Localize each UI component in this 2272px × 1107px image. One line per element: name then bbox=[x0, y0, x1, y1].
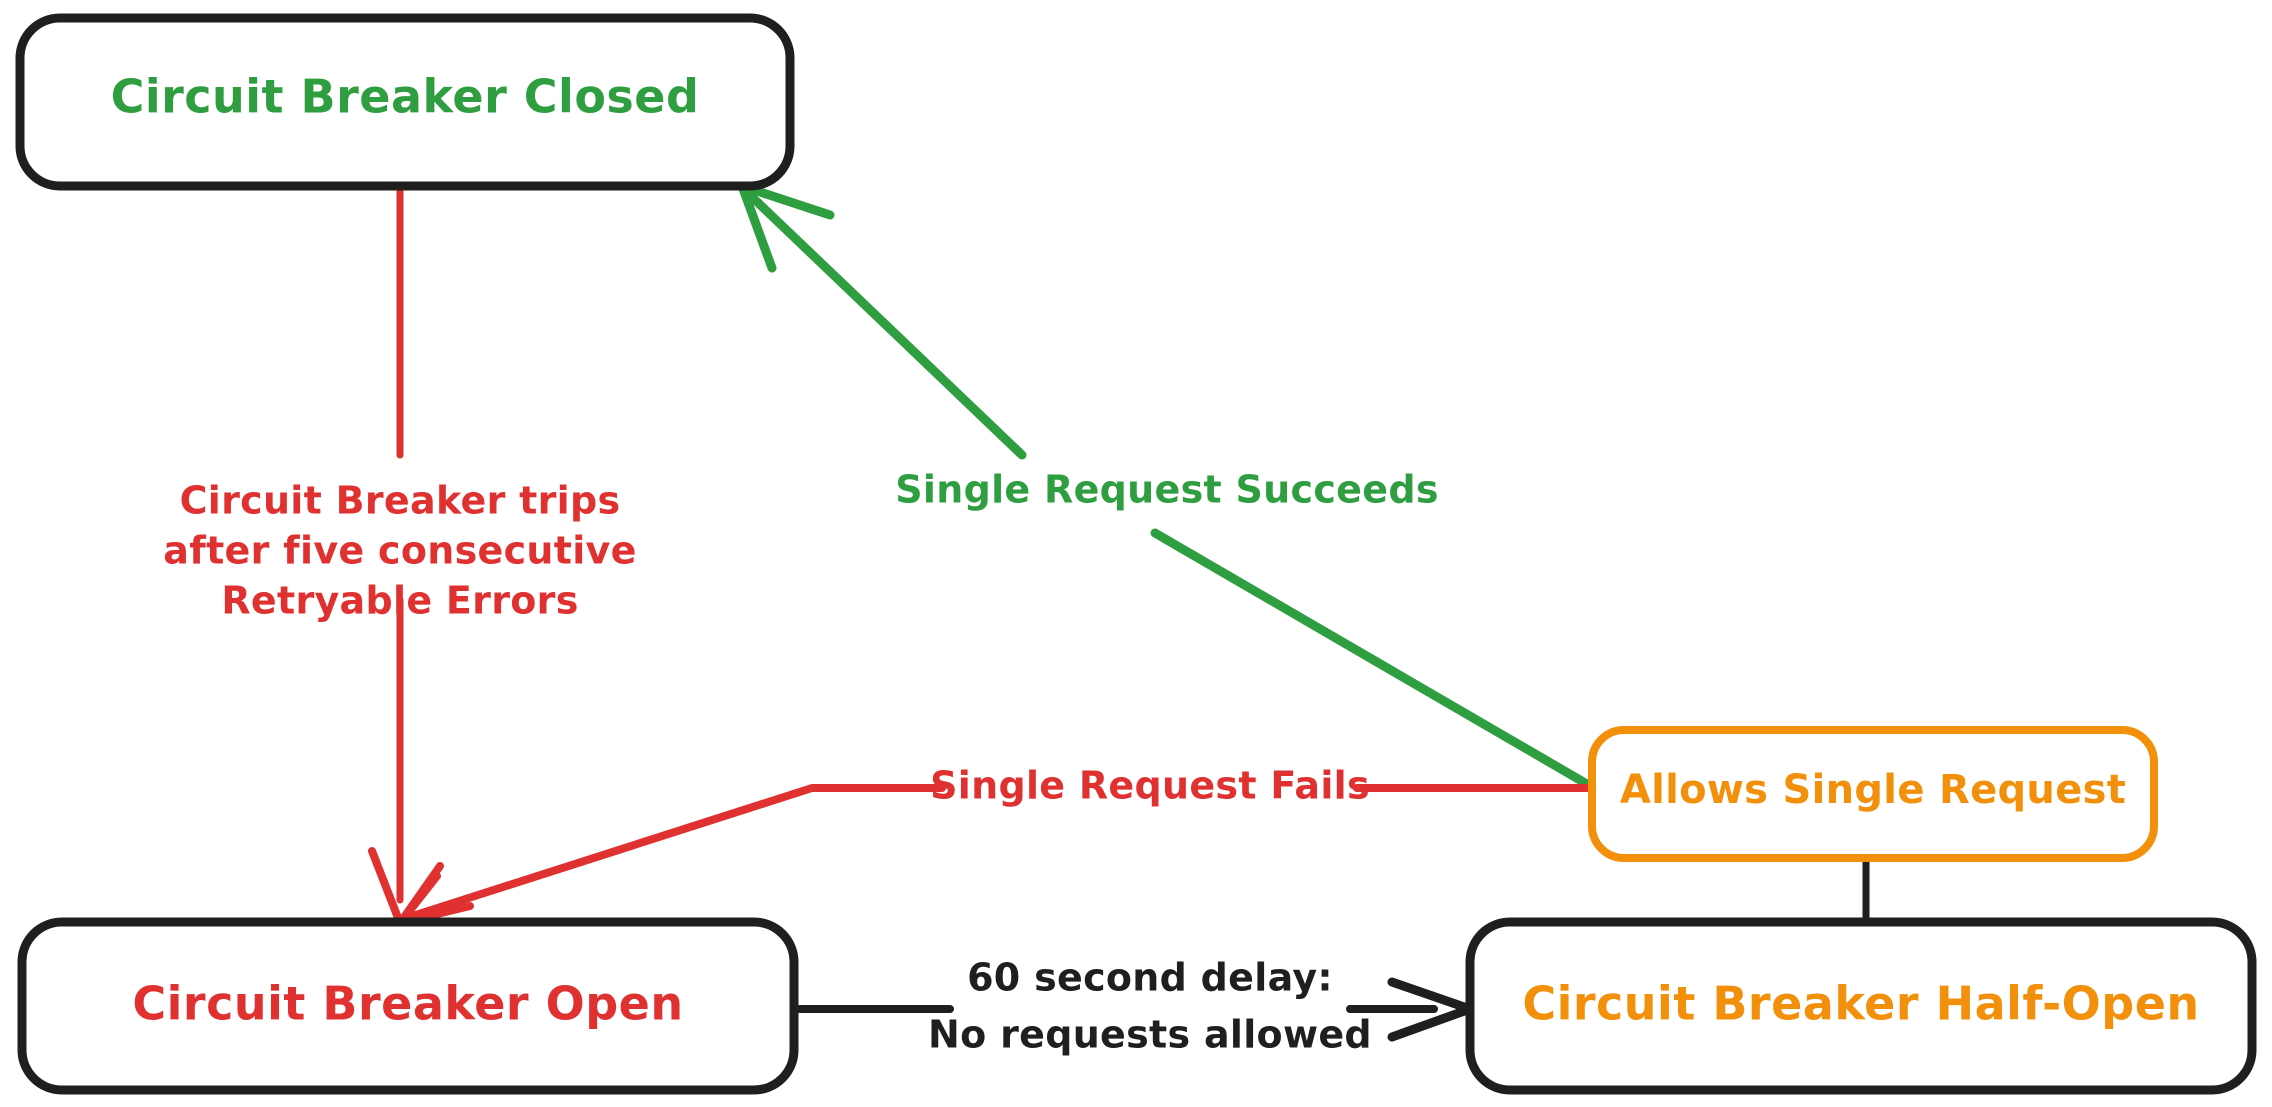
node-open[interactable]: Circuit Breaker Open bbox=[17, 917, 799, 1095]
edge-open-to-half-open-arrowhead bbox=[1387, 977, 1475, 1042]
edge-allows-to-open[interactable]: Single Request Fails bbox=[396, 764, 1596, 927]
edge-label-open-to-half-open-line1: 60 second delay: bbox=[967, 956, 1333, 1000]
edge-allows-to-closed-arrowhead bbox=[737, 181, 835, 273]
node-closed-label: Circuit Breaker Closed bbox=[111, 70, 700, 124]
node-half-open-label: Circuit Breaker Half-Open bbox=[1522, 977, 2199, 1031]
node-allows-single-request-label: Allows Single Request bbox=[1620, 767, 2126, 813]
edge-closed-to-open[interactable]: Circuit Breaker trips after five consecu… bbox=[163, 182, 636, 927]
node-open-box bbox=[17, 917, 799, 1095]
node-closed[interactable]: Circuit Breaker Closed bbox=[15, 13, 795, 191]
edge-label-open-to-half-open-line2: No requests allowed bbox=[928, 1013, 1372, 1057]
edge-allows-to-closed[interactable]: Single Request Succeeds bbox=[737, 181, 1597, 792]
node-half-open[interactable]: Circuit Breaker Half-Open bbox=[1465, 917, 2257, 1095]
edge-label-allows-to-open: Single Request Fails bbox=[930, 764, 1370, 808]
edge-label-allows-to-closed: Single Request Succeeds bbox=[895, 468, 1438, 512]
edge-label-closed-to-open-line2: after five consecutive bbox=[163, 529, 636, 573]
node-half-open-box bbox=[1465, 917, 2257, 1095]
node-open-label: Circuit Breaker Open bbox=[132, 977, 683, 1031]
node-closed-box bbox=[15, 13, 795, 191]
edge-label-closed-to-open-line1: Circuit Breaker trips bbox=[180, 479, 621, 523]
edge-label-closed-to-open-line3: Retryable Errors bbox=[221, 579, 578, 623]
edge-allows-to-open-line bbox=[396, 784, 1596, 924]
edge-open-to-half-open[interactable]: 60 second delay: No requests allowed bbox=[796, 956, 1475, 1057]
edge-allows-to-closed-line bbox=[747, 192, 1597, 792]
node-allows-single-request-box bbox=[1588, 726, 2158, 862]
node-allows-single-request[interactable]: Allows Single Request bbox=[1588, 726, 2158, 862]
